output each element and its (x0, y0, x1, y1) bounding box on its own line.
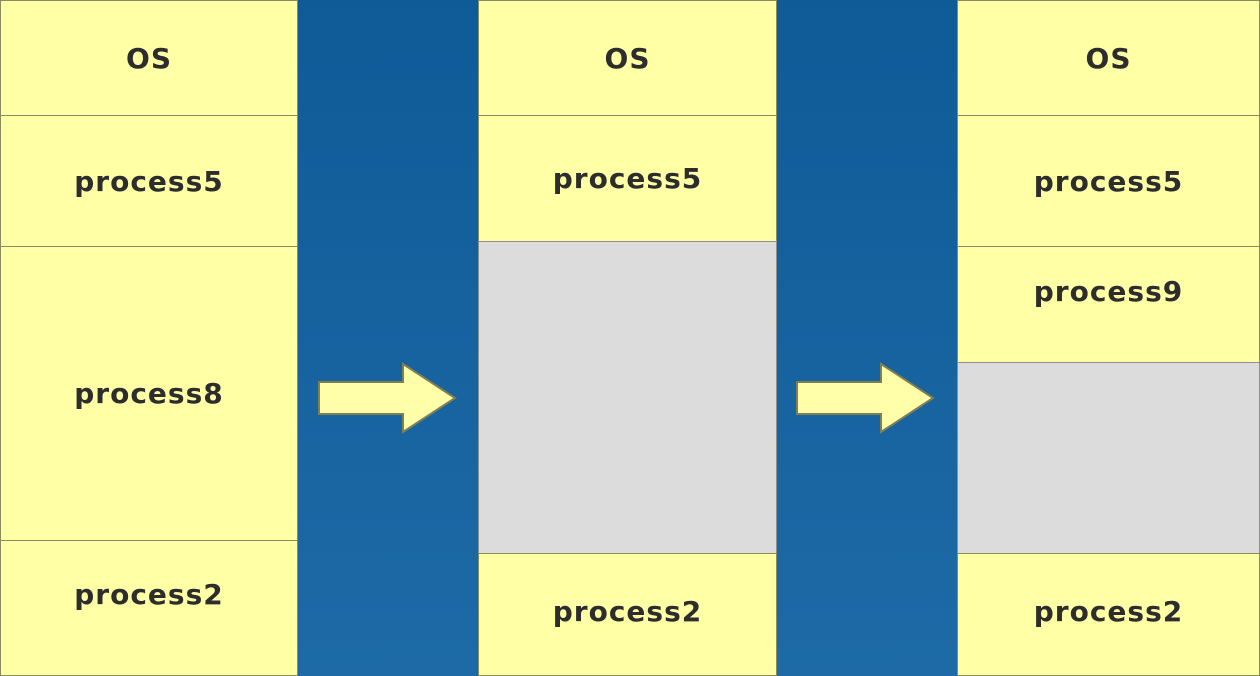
block-label: process8 (74, 377, 224, 410)
free-memory-block (957, 362, 1260, 554)
block-label: OS (1085, 41, 1132, 75)
block-label: process5 (74, 164, 224, 198)
block-label: process5 (1033, 164, 1184, 198)
free-memory-block (478, 241, 777, 554)
block-label: OS (126, 41, 172, 75)
right-arrow-icon (318, 362, 457, 434)
right-arrow-icon (796, 362, 935, 434)
os-block: OS (0, 0, 298, 116)
memory-column-1: OS process5 process8 process2 (0, 0, 298, 676)
os-block: OS (957, 0, 1260, 116)
process-block: process2 (957, 553, 1260, 676)
process-block: process5 (478, 115, 777, 242)
process-block: process2 (478, 553, 777, 676)
block-label: process2 (1033, 595, 1184, 628)
os-block: OS (478, 0, 777, 116)
block-label: process2 (74, 577, 224, 611)
block-label: process2 (552, 595, 703, 628)
block-label: process5 (552, 162, 703, 195)
process-block: process5 (0, 115, 298, 247)
process-block: process5 (957, 115, 1260, 247)
process-block: process2 (0, 540, 298, 676)
process-block: process9 (957, 246, 1260, 363)
memory-column-3: OS process5 process9 process2 (957, 0, 1260, 676)
block-label: process9 (1033, 275, 1184, 308)
block-label: OS (604, 41, 651, 75)
process-block: process8 (0, 246, 298, 541)
memory-column-2: OS process5 process2 (478, 0, 777, 676)
